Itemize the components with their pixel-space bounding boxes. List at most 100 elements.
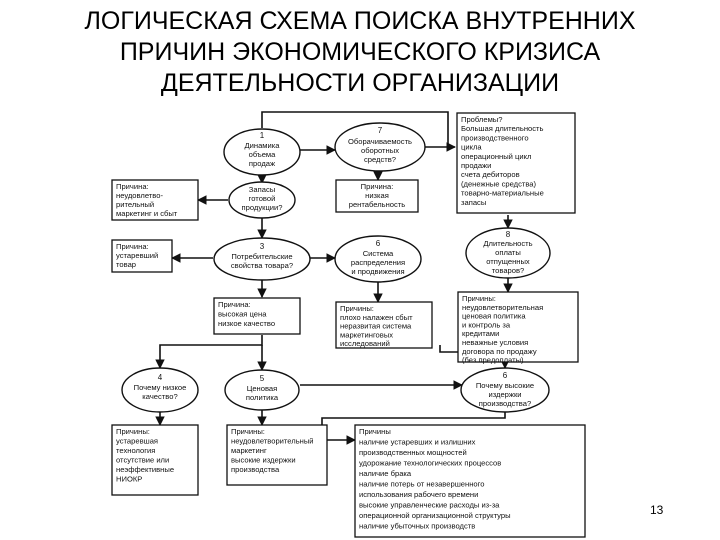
box-text-line: наличие устаревших и излишних <box>359 438 476 447</box>
node-6-number: 6 <box>376 239 381 248</box>
node-1-number: 1 <box>260 131 265 140</box>
node-stocks-line: продукции? <box>242 203 283 212</box>
box-text-line: использования рабочего времени <box>359 490 478 499</box>
node-4-number: 4 <box>158 373 163 382</box>
node-8-line: оплаты <box>495 248 521 257</box>
box-text-line: маркетинг и сбыт <box>116 209 178 218</box>
connector-quality-4 <box>155 335 263 369</box>
node-6b-line: производства? <box>479 399 531 408</box>
box-frame <box>213 297 301 335</box>
node-3-number: 3 <box>260 242 265 251</box>
box-text-line: рентабельность <box>349 200 406 209</box>
box-text-line: и контроль за <box>462 320 511 329</box>
node-8-line: Длительность <box>483 239 532 248</box>
box-text-line: высокие издержки <box>231 456 296 465</box>
title-line-3: ДЕЯТЕЛЬНОСТИ ОРГАНИЗАЦИИ <box>160 69 560 97</box>
node-5: 5 Ценовая политика <box>224 369 300 411</box>
box-text-line: Большая длительность <box>461 124 544 133</box>
box-text-line: операционной организационной структуры <box>359 511 511 520</box>
box-text-line: договора по продажу <box>462 347 537 356</box>
box-text-line: наличие убыточных производств <box>359 522 475 531</box>
node-6b-number: 6 <box>503 371 508 380</box>
box-text-line: плохо налажен сбыт <box>340 313 413 322</box>
title-line-2: ПРИЧИН ЭКОНОМИЧЕСКОГО КРИЗИСА <box>119 38 601 66</box>
box-text-line: производства <box>231 465 280 474</box>
box-text-line: удорожание технологических процессов <box>359 459 501 468</box>
node-6b-line: Почему высокие <box>476 381 534 390</box>
node-3-line: Потребительские <box>231 252 292 261</box>
slide-title: ЛОГИЧЕСКАЯ СХЕМА ПОИСКА ВНУТРЕННИХ ПРИЧИ… <box>0 6 720 99</box>
box-frame <box>354 424 586 538</box>
box-text-line: неудовлетворительная <box>462 303 543 312</box>
box-frame <box>457 291 579 363</box>
box-text-line: производственного <box>461 133 529 142</box>
box-text-line: Причины: <box>340 304 374 313</box>
box-text-line: низкое качество <box>218 319 275 328</box>
box-text-line: отсутствие или <box>116 456 169 465</box>
box-text-line: высокая цена <box>218 310 267 319</box>
node-8-number: 8 <box>506 230 511 239</box>
node-6-line: Система <box>363 249 394 258</box>
box-text-line: Причины: <box>116 427 150 436</box>
box-text-line: продажи <box>461 161 491 170</box>
node-1: 1 Динамика объема продаж <box>223 128 301 176</box>
node-1-line: продаж <box>249 159 276 168</box>
connector-6b-costs <box>321 410 506 445</box>
box-frame <box>111 424 199 496</box>
box-text-line: наличие брака <box>359 469 412 478</box>
box-text-line: маркетинговых <box>340 330 393 339</box>
box-text-line: неразвитая система <box>340 322 412 331</box>
box-text-line: цикла <box>461 143 482 152</box>
box-text-line: неудовлетво- <box>116 191 163 200</box>
box-text-line: кредитами <box>462 329 499 338</box>
box-text-line: счета дебиторов <box>461 170 520 179</box>
box-frame <box>111 239 173 273</box>
box-text-line: устаревшая <box>116 437 158 446</box>
node-stocks: Запасы готовой продукции? <box>228 181 296 219</box>
box-text-line: неудовлетворительный <box>231 437 314 446</box>
box-text-line: Причина: <box>116 242 149 251</box>
node-8: 8 Длительность оплаты отпущенных товаров… <box>465 227 551 279</box>
box-text-line: рительный <box>116 200 154 209</box>
node-3-line: свойства товара? <box>231 261 293 270</box>
node-5-line: политика <box>246 393 279 402</box>
box-text-line: Причина: <box>361 182 394 191</box>
page-number: 13 <box>650 503 664 517</box>
box-text-line: устаревший <box>116 251 158 260</box>
node-7-number: 7 <box>378 126 383 135</box>
box-text-line: товар <box>116 260 136 269</box>
node-7-line: средств? <box>364 155 396 164</box>
box-text-line: технология <box>116 446 155 455</box>
box-frame <box>111 179 199 221</box>
box-text-line: запасы <box>461 198 486 207</box>
box-frame <box>335 301 433 349</box>
connector-top-loop <box>261 111 449 150</box>
box-text-line: Проблемы? <box>461 115 502 124</box>
node-5-line: Ценовая <box>247 384 278 393</box>
node-4-line: качество? <box>142 392 177 401</box>
box-text-line: низкая <box>365 191 389 200</box>
cause-box-c-pricing: Причины:неудовлетворительныймаркетингвыс… <box>226 424 328 486</box>
box-text-line: производственных мощностей <box>359 448 467 457</box>
node-8-line: отпущенных <box>486 257 530 266</box>
node-6-costs: 6 Почему высокие издержки производства? <box>460 367 550 413</box>
box-text-line: высокие управленческие расходы из-за <box>359 501 500 510</box>
connectors <box>155 111 513 445</box>
box-text-line: НИОКР <box>116 475 142 484</box>
node-1-line: объема <box>249 150 277 159</box>
cause-boxes: Проблемы?Большая длительностьпроизводств… <box>111 112 586 538</box>
node-6-distribution: 6 Система распределения и продвижения <box>334 235 422 283</box>
cause-box-problems: Проблемы?Большая длительностьпроизводств… <box>456 112 576 214</box>
node-6-line: и продвижения <box>351 267 404 276</box>
box-text-line: ценовая политика <box>462 312 526 321</box>
node-4-line: Почему низкое <box>134 383 187 392</box>
node-stocks-line: готовой <box>249 194 276 203</box>
box-text-line: (денежные средства) <box>461 179 537 188</box>
box-text-line: (без предоплаты) <box>462 356 524 365</box>
